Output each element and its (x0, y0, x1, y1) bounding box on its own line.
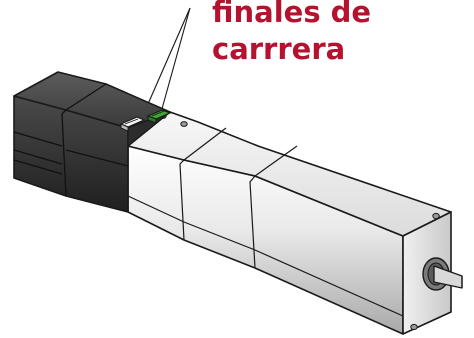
limit-switch-left (119, 116, 146, 132)
actuator-body (127, 111, 463, 335)
callout-leader-lines (140, 7, 191, 121)
limit-switch-icon (146, 109, 172, 124)
callout-line-2: carrrera (212, 32, 346, 66)
motor-block (13, 71, 171, 213)
callout-line-1: finales de (212, 0, 372, 29)
callout-label: finales de carrrera (212, 0, 371, 68)
output-shaft (422, 257, 463, 291)
limit-switch-right (146, 109, 172, 124)
end-face-holes (410, 212, 440, 331)
limit-switch-icon (119, 116, 146, 132)
